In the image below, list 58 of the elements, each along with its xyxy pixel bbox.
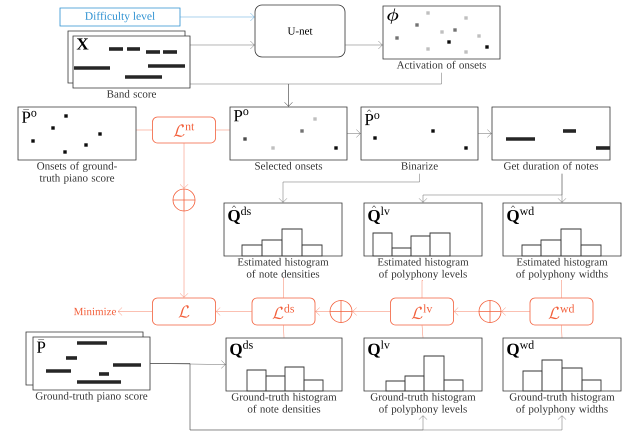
panel-caption: Ground-truth histogram of polyphony levels <box>370 392 476 415</box>
connector-line <box>422 325 424 338</box>
arrow <box>180 12 255 22</box>
arrow <box>558 174 566 202</box>
arrow <box>352 307 390 316</box>
score-panel: $\mathrm{P}^{\mathrm{o}}$ <box>230 106 348 160</box>
sum-circle <box>329 300 353 324</box>
arrow <box>190 40 255 50</box>
output-label: Minimize <box>74 308 116 316</box>
arrow <box>345 40 383 50</box>
arrow <box>347 129 361 138</box>
histogram-panel: $\hat{\mathbf{Q}}^{\mathrm{lv}}$ <box>364 202 482 256</box>
loss-box: $\mathcal{L}^{\mathrm{lv}}$ <box>390 298 454 326</box>
loss-box: $\mathcal{L}^{\mathrm{wd}}$ <box>530 298 594 326</box>
panel-caption: Onsets of ground-truth piano score <box>37 162 117 184</box>
arrow <box>118 307 152 316</box>
arrow <box>316 307 330 316</box>
score-panel: $\boldsymbol{\phi}$ <box>382 6 500 60</box>
connector-line <box>561 280 562 298</box>
arrow <box>284 72 442 107</box>
loss-box: $\mathcal{L}^{\mathrm{ds}}$ <box>252 298 316 326</box>
connector-line <box>283 325 284 338</box>
histogram-panel: $\mathbf{Q}^{\mathrm{lv}}$ <box>364 338 482 392</box>
process-box: U-net <box>254 4 346 58</box>
connector-line <box>561 325 562 338</box>
connector-line <box>282 278 284 298</box>
panel-caption: Get duration of notes <box>504 162 598 170</box>
panel-caption: Estimated histogram of note densities <box>238 258 328 278</box>
arrow <box>478 129 492 138</box>
arrow <box>180 211 188 298</box>
panel-caption: Ground-truth piano score <box>36 392 148 402</box>
panel-caption: Activation of onsets <box>396 60 486 69</box>
histogram-panel: $\mathbf{Q}^{\mathrm{wd}}$ <box>502 338 622 392</box>
panel-caption: Ground-truth histogram of polyphony widths <box>510 392 614 415</box>
arrow <box>501 307 530 316</box>
panel-caption: Band score <box>106 90 156 98</box>
loss-box: $\mathcal{L}$ <box>152 298 216 326</box>
arrow <box>278 174 420 202</box>
score-panel: $\hat{\mathrm{P}}^{\mathrm{o}}$ <box>360 106 478 160</box>
histogram-panel: $\mathbf{Q}^{\mathrm{ds}}$ <box>226 338 342 392</box>
panel-caption: Estimated histogram of polyphony levels <box>378 258 468 280</box>
histogram-panel: $\hat{\mathbf{Q}}^{\mathrm{ds}}$ <box>224 202 342 256</box>
arrow <box>454 307 479 316</box>
label-box: Difficulty level <box>60 8 180 26</box>
connector-line <box>422 280 424 298</box>
arrow <box>216 307 252 316</box>
score-panel: $\bar{\mathrm{P}}^{\mathrm{o}}$ <box>18 106 136 160</box>
arrow <box>150 363 566 430</box>
panel-caption: Selected onsets <box>255 162 322 170</box>
score-panel: $\mathbf{X}$ <box>68 30 190 88</box>
panel-caption: Ground-truth histogram of note densities <box>232 392 337 413</box>
histogram-panel: $\hat{\mathbf{Q}}^{\mathrm{wd}}$ <box>502 202 622 256</box>
arrow <box>180 143 188 188</box>
panel-caption: Estimated histogram of polyphony widths <box>516 258 608 280</box>
sum-circle <box>172 188 196 212</box>
loss-box: $\mathcal{L}^{\mathrm{nt}}$ <box>152 116 216 144</box>
sum-circle <box>478 300 502 324</box>
panel-caption: Binarize <box>401 162 438 170</box>
